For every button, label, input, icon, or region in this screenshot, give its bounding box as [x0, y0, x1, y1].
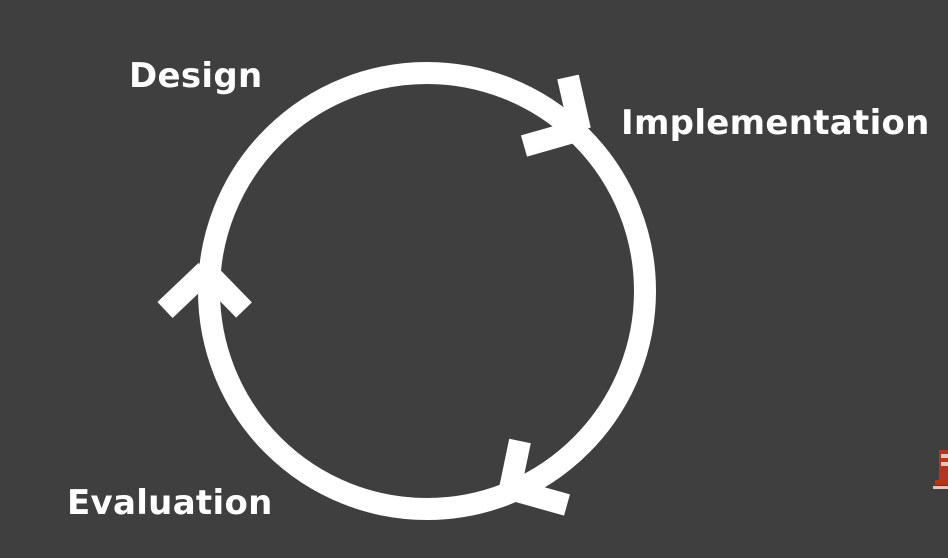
logo-icon [933, 446, 948, 492]
stage-label-evaluation: Evaluation [67, 483, 273, 523]
cycle-ring [198, 62, 656, 520]
stage-label-implementation: Implementation [621, 103, 930, 143]
arrowhead-bottom-icon [499, 438, 570, 516]
stage-label-design: Design [129, 56, 263, 96]
arrowhead-top-right-icon [520, 74, 591, 157]
arrowhead-left-icon [157, 263, 252, 318]
